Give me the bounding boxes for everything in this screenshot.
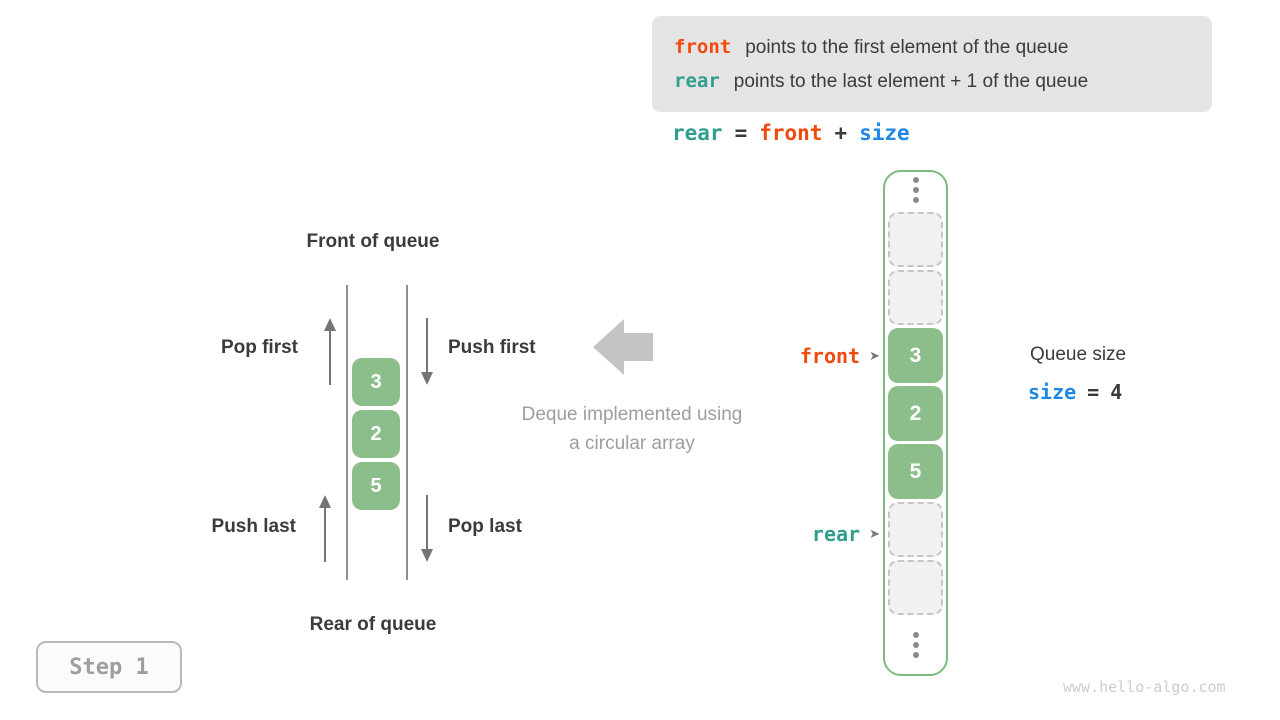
watermark-url: www.hello-algo.com — [1063, 678, 1226, 696]
rear-equation: rear = front + size — [672, 121, 910, 145]
array-cell-empty — [888, 502, 943, 557]
vertical-ellipsis-icon — [903, 632, 928, 658]
front-definition-line: front points to the first element of the… — [674, 36, 1190, 59]
equation-equals: = — [734, 121, 748, 145]
array-cell-empty — [888, 270, 943, 325]
push-first-down-arrow-icon — [421, 318, 433, 385]
deque-cell: 5 — [352, 462, 400, 510]
rear-pointer-label: rear — [811, 522, 861, 546]
diagram-caption: Deque implemented using a circular array — [492, 400, 772, 458]
push-last-label: Push last — [211, 516, 296, 537]
rear-pointer: rear ➤ — [752, 520, 880, 548]
front-pointer: front ➤ — [752, 342, 880, 370]
front-pointer-arrow-icon: ➤ — [869, 348, 880, 364]
size-variable: size — [1028, 380, 1077, 404]
deque-cell: 3 — [352, 358, 400, 406]
push-first-label: Push first — [448, 337, 536, 358]
rear-pointer-arrow-icon: ➤ — [869, 526, 880, 542]
equation-plus: + — [834, 121, 848, 145]
array-cell-empty — [888, 560, 943, 615]
caption-line-1: Deque implemented using — [521, 404, 743, 425]
size-value: 4 — [1110, 380, 1123, 404]
front-of-queue-label: Front of queue — [306, 231, 440, 252]
array-cell-value: 2 — [888, 386, 943, 441]
vertical-ellipsis-icon — [903, 177, 928, 203]
pop-last-label: Pop last — [448, 516, 522, 537]
equation-front: front — [759, 121, 823, 145]
array-cell-empty — [888, 212, 943, 267]
caption-line-2: a circular array — [569, 433, 695, 454]
array-cell-value: 5 — [888, 444, 943, 499]
size-equals: = — [1087, 380, 1100, 404]
left-block-arrow-icon — [593, 319, 653, 375]
rear-definition-line: rear points to the last element + 1 of t… — [674, 70, 1190, 93]
equation-size: size — [859, 121, 910, 145]
queue-size-equation: size = 4 — [1028, 380, 1122, 404]
array-cell-value: 3 — [888, 328, 943, 383]
channel-left-wall — [346, 285, 348, 580]
rear-of-queue-label: Rear of queue — [309, 614, 437, 635]
rear-definition-text: points to the last element + 1 of the qu… — [733, 70, 1089, 92]
step-badge: Step 1 — [36, 641, 182, 693]
pop-first-up-arrow-icon — [324, 318, 336, 385]
channel-right-wall — [406, 285, 408, 580]
queue-size-label: Queue size — [1030, 344, 1127, 365]
front-keyword: front — [674, 35, 732, 58]
equation-rear: rear — [672, 121, 723, 145]
pop-last-down-arrow-icon — [421, 495, 433, 562]
deque-cell: 2 — [352, 410, 400, 458]
pop-first-label: Pop first — [220, 337, 298, 358]
pointer-definition-box: front points to the first element of the… — [652, 16, 1212, 112]
push-last-up-arrow-icon — [319, 495, 331, 562]
rear-keyword: rear — [674, 69, 720, 92]
front-definition-text: points to the first element of the queue — [745, 36, 1069, 58]
front-pointer-label: front — [799, 344, 861, 368]
